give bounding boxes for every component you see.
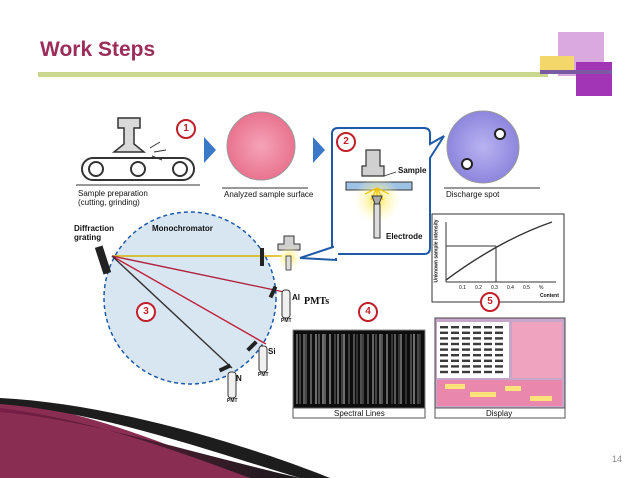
display-cell: [484, 326, 492, 329]
label-n: N: [236, 374, 242, 383]
label-monochromator: Monochromator: [152, 224, 213, 233]
diffraction-grating: [94, 245, 112, 275]
caption-spectral-lines: Spectral Lines: [334, 409, 385, 418]
deco-square-violet: [576, 62, 612, 96]
display-cell: [473, 359, 481, 362]
label-si: Si: [268, 347, 276, 356]
analyzed-sample-surface: [226, 111, 296, 181]
display-cell: [440, 370, 448, 374]
display-cell: [484, 354, 492, 357]
display-cell: [440, 326, 448, 329]
arrow-right-icon: [204, 137, 216, 163]
display-cell: [495, 348, 503, 351]
display-cell: [484, 337, 492, 340]
display-cell: [451, 354, 459, 357]
display-cell: [462, 359, 470, 362]
sample-preparation-illustration: [76, 117, 200, 186]
display-cell: [484, 348, 492, 351]
step-badge-4: 4: [358, 302, 378, 322]
display-cell: [473, 348, 481, 351]
arrow-right-icon: [313, 137, 325, 163]
deco-square-gold: [540, 56, 574, 74]
display-cell: [440, 331, 448, 334]
title-underline: [38, 72, 548, 77]
label-diffraction-grating: Diffraction grating: [74, 224, 114, 242]
calibration-tick-label: 0.3: [491, 285, 498, 291]
display-cell: [473, 354, 481, 357]
display-cell: [440, 359, 448, 362]
display-cell: [451, 337, 459, 340]
display-cell: [462, 337, 470, 340]
display-cell: [473, 331, 481, 334]
step-badge-2: 2: [336, 132, 356, 152]
display-cell: [473, 326, 481, 329]
display-cell: [495, 342, 503, 346]
label-electrode: Electrode: [386, 232, 423, 241]
display-cell: [440, 354, 448, 357]
monochromator-circle: [103, 211, 277, 385]
spectral-lines-panel: [292, 329, 426, 409]
display-cell: [495, 354, 503, 357]
calibration-tick-label: 0.5: [523, 285, 530, 291]
calibration-chart: [431, 213, 565, 303]
display-cell: [462, 348, 470, 351]
page-number: 14: [611, 454, 622, 464]
display-cell: [451, 370, 459, 374]
deco-stripe: [540, 70, 612, 74]
label-pmt-si: PMT: [258, 372, 269, 378]
display-cell: [462, 342, 470, 346]
label-pmts: PMTs: [304, 296, 330, 307]
display-cell: [495, 359, 503, 362]
display-cell: [440, 342, 448, 346]
display-cell: [440, 365, 448, 368]
display-cell: [473, 342, 481, 346]
calibration-ylabel: Unknown sample intensity: [433, 219, 440, 283]
step-badge-5: 5: [480, 292, 500, 312]
display-cell: [495, 365, 503, 368]
label-al: Al: [292, 293, 300, 302]
display-cell: [451, 342, 459, 346]
display-cell: [451, 359, 459, 362]
caption-discharge-spot: Discharge spot: [446, 190, 500, 199]
discharge-spot-disc: [446, 110, 520, 184]
calibration-xlabel: Content: [540, 293, 559, 299]
display-cell: [462, 331, 470, 334]
display-cell: [462, 365, 470, 368]
display-cell: [484, 359, 492, 362]
caption-analyzed-surface: Analyzed sample surface: [224, 190, 314, 199]
display-cell: [462, 354, 470, 357]
step-badge-3: 3: [136, 302, 156, 322]
display-cell: [462, 326, 470, 329]
calibration-tick-label: %: [539, 285, 544, 291]
calibration-tick-label: 0.2: [475, 285, 482, 291]
display-cell: [484, 342, 492, 346]
calibration-tick-label: 0.1: [459, 285, 466, 291]
display-cell: [495, 331, 503, 334]
display-cell: [495, 337, 503, 340]
label-pmt-n: PMT: [227, 398, 238, 404]
caption-display: Display: [486, 409, 513, 418]
label-sample: Sample: [398, 166, 427, 175]
slide-title: Work Steps: [40, 38, 156, 61]
display-cell: [451, 326, 459, 329]
calibration-tick-label: 0.4: [507, 285, 514, 291]
display-cell: [440, 337, 448, 340]
caption-sample-preparation: Sample preparation (cutting, grinding): [78, 189, 148, 207]
display-cell: [451, 331, 459, 334]
display-cell: [473, 365, 481, 368]
display-cell: [495, 370, 503, 374]
display-cell: [495, 326, 503, 329]
display-cell: [473, 370, 481, 374]
display-cell: [440, 348, 448, 351]
display-cell: [484, 370, 492, 374]
display-cell: [451, 365, 459, 368]
label-pmt-al: PMT: [281, 318, 292, 324]
display-cell: [484, 365, 492, 368]
display-cell: [451, 348, 459, 351]
step-badge-1: 1: [176, 119, 196, 139]
display-cell: [473, 337, 481, 340]
display-cell: [484, 331, 492, 334]
display-cell: [462, 370, 470, 374]
